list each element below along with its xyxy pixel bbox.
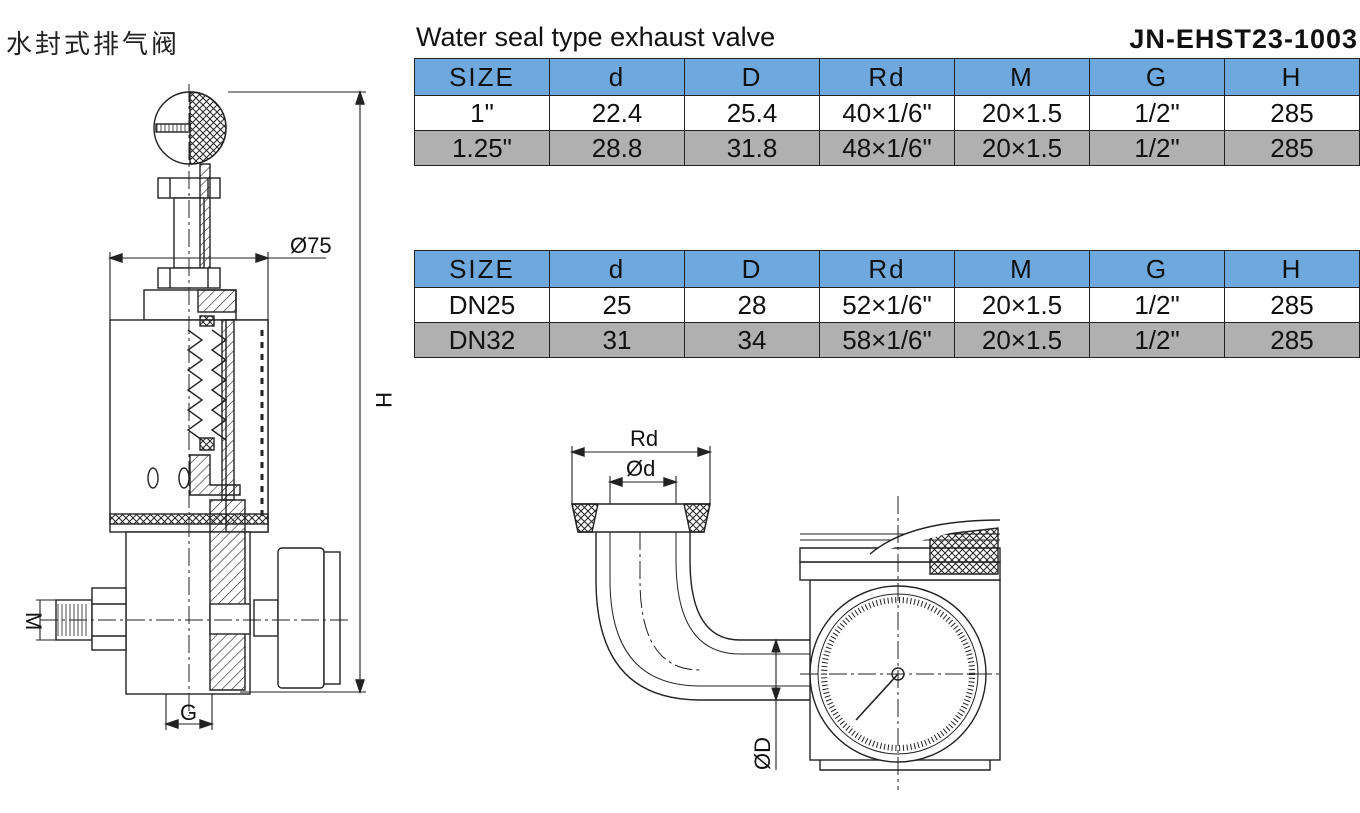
cell: 58×1/6": [819, 322, 955, 358]
table-row: 1" 22.4 25.4 40×1/6" 20×1.5 1/2" 285: [414, 95, 1360, 131]
col-h: H: [1224, 58, 1360, 96]
dim-thread-label: M: [21, 612, 46, 630]
col-D: D: [684, 58, 820, 96]
spec-table-dn: SIZE d D Rd M G H DN25 25 28 52×1/6" 20×…: [414, 250, 1360, 358]
cell: 48×1/6": [819, 130, 955, 166]
col-d: d: [549, 250, 685, 288]
col-h: H: [1224, 250, 1360, 288]
cell: 34: [684, 322, 820, 358]
col-m: M: [954, 58, 1090, 96]
col-rd: Rd: [819, 58, 955, 96]
dim-height-label: H: [371, 392, 396, 408]
cell: 40×1/6": [819, 95, 955, 131]
cell: 20×1.5: [954, 287, 1090, 323]
table-header-row: SIZE d D Rd M G H: [414, 250, 1360, 288]
cell: 31.8: [684, 130, 820, 166]
cell: 1/2": [1089, 287, 1225, 323]
cell: 20×1.5: [954, 95, 1090, 131]
table-row: DN32 31 34 58×1/6" 20×1.5 1/2" 285: [414, 322, 1360, 358]
dim-diameter-label: Ø75: [290, 233, 332, 258]
dim-inner-label: Ød: [626, 456, 655, 481]
col-rd: Rd: [819, 250, 955, 288]
title-chinese: 水封式排气阀: [6, 30, 181, 60]
dim-outer-label: ØD: [750, 737, 775, 770]
valve-section-view: [36, 84, 366, 730]
cell: 1": [414, 95, 550, 131]
col-D: D: [684, 250, 820, 288]
table-row: DN25 25 28 52×1/6" 20×1.5 1/2" 285: [414, 287, 1360, 323]
cell: 20×1.5: [954, 322, 1090, 358]
dim-clamp-label: Rd: [630, 426, 658, 451]
cell: 1/2": [1089, 130, 1225, 166]
cell: 285: [1224, 287, 1360, 323]
table-header-row: SIZE d D Rd M G H: [414, 58, 1360, 96]
dim-port-label: G: [180, 700, 197, 725]
cell: DN32: [414, 322, 550, 358]
table-row: 1.25" 28.8 31.8 48×1/6" 20×1.5 1/2" 285: [414, 130, 1360, 166]
title-english: Water seal type exhaust valve: [416, 22, 776, 52]
cell: 25.4: [684, 95, 820, 131]
spec-table-inch: SIZE d D Rd M G H 1" 22.4 25.4 40×1/6" 2…: [414, 58, 1360, 166]
elbow-gauge-view: [569, 446, 1001, 790]
cell: 285: [1224, 322, 1360, 358]
cell: 25: [549, 287, 685, 323]
cell: 1/2": [1089, 322, 1225, 358]
cell: 285: [1224, 95, 1360, 131]
cell: 20×1.5: [954, 130, 1090, 166]
cell: 28.8: [549, 130, 685, 166]
cell: 28: [684, 287, 820, 323]
model-number: JN-EHST23-1003: [1129, 24, 1358, 54]
cell: 1.25": [414, 130, 550, 166]
col-g: G: [1089, 250, 1225, 288]
col-size: SIZE: [414, 250, 550, 288]
cell: 285: [1224, 130, 1360, 166]
cell: 1/2": [1089, 95, 1225, 131]
cell: 31: [549, 322, 685, 358]
